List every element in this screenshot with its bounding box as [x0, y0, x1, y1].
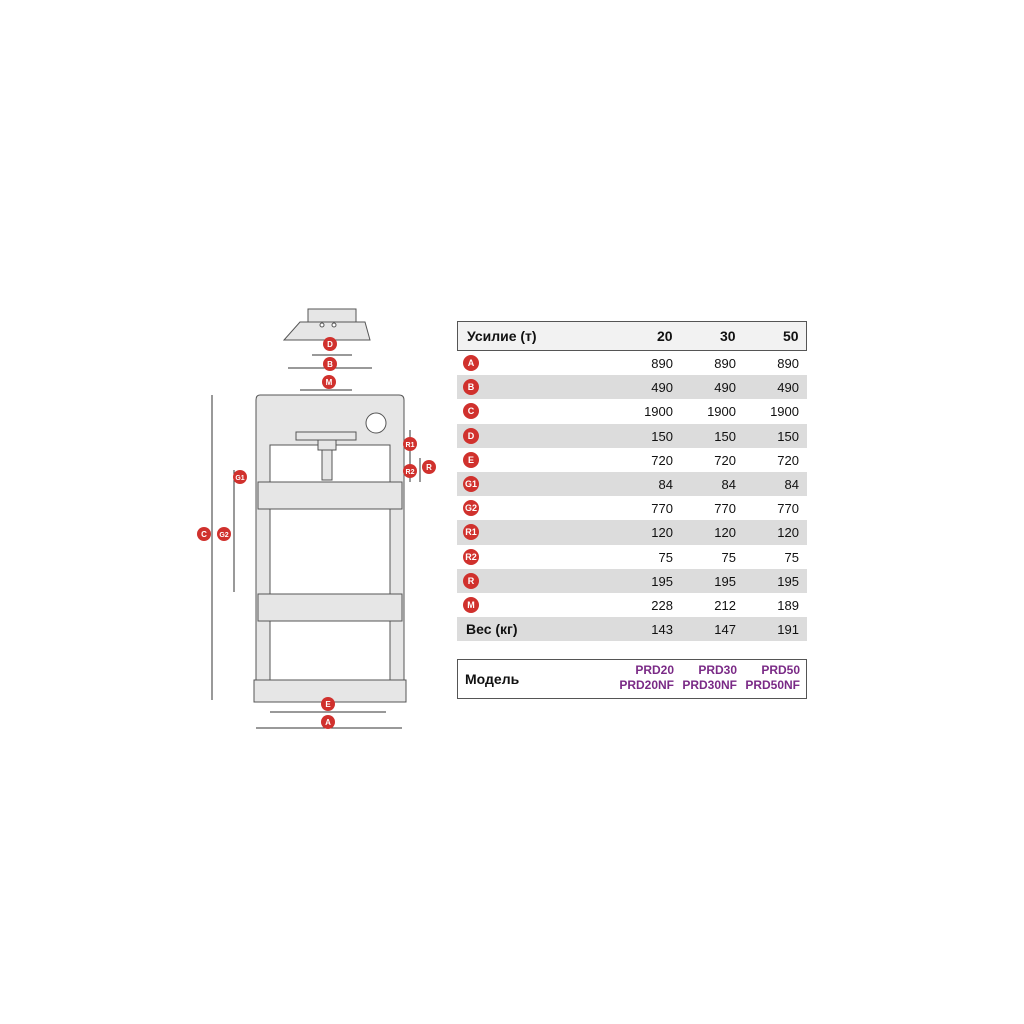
table-cell: 75 — [658, 549, 673, 565]
force-label: Усилие (т) — [467, 328, 537, 344]
table-cell: 195 — [777, 573, 799, 589]
table-cell: 770 — [651, 501, 673, 517]
table-cell: 84 — [721, 476, 736, 492]
table-cell: 84 — [784, 476, 799, 492]
table-row: C 1900 1900 1900 — [457, 399, 807, 423]
dimension-badge: R2 — [463, 548, 479, 565]
table-cell: 75 — [784, 549, 799, 565]
table-cell: 720 — [651, 452, 673, 468]
table-cell: 720 — [714, 452, 736, 468]
table-cell: 120 — [777, 525, 799, 541]
table-row: R 195 195 195 — [457, 568, 807, 593]
table-cell: 770 — [714, 501, 736, 517]
badge-A: A — [325, 718, 331, 727]
dimension-badge: R1 — [463, 524, 479, 541]
table-cell: 189 — [777, 597, 799, 613]
badge-D: D — [327, 340, 333, 349]
table-cell: 770 — [777, 501, 799, 517]
badge-M: M — [326, 378, 333, 387]
model-50-line1: PRD50 — [761, 663, 800, 678]
table-cell: 1900 — [644, 404, 673, 420]
model-20: PRD20 PRD20NF — [614, 663, 674, 693]
table-cell: 1900 — [770, 404, 799, 420]
table-header: Усилие (т) 20 30 50 — [457, 321, 807, 351]
table-row: A 890 890 890 — [457, 351, 807, 375]
dimension-badge: G2 — [463, 500, 479, 517]
table-cell: 195 — [714, 573, 736, 589]
dimension-badge: M — [463, 596, 479, 613]
table-row: B 490 490 490 — [457, 375, 807, 400]
badge-R: R — [426, 463, 432, 472]
table-cell: 890 — [651, 356, 673, 371]
weight-50: 191 — [777, 622, 799, 638]
model-label: Модель — [465, 671, 520, 688]
model-50-line2: PRD50NF — [745, 678, 800, 693]
table-cell: 150 — [777, 428, 799, 444]
table-cell: 490 — [651, 380, 673, 396]
dimension-badge: D — [463, 427, 479, 444]
col-50: 50 — [783, 328, 799, 344]
table-cell: 150 — [651, 428, 673, 444]
dimension-badge: G1 — [463, 475, 479, 492]
table-cell: 890 — [777, 356, 799, 371]
weight-30: 147 — [714, 622, 736, 638]
press-frame — [253, 394, 407, 703]
badge-R2: R2 — [406, 469, 415, 476]
badge-R1: R1 — [406, 442, 415, 449]
weight-row: Вес (кг) 143 147 191 — [457, 617, 807, 642]
table-cell: 120 — [714, 525, 736, 541]
dimension-badge: A — [463, 355, 479, 371]
table-cell: 212 — [714, 597, 736, 613]
table-cell: 490 — [777, 380, 799, 396]
model-20-line2: PRD20NF — [619, 678, 674, 693]
table-row: R1 120 120 120 — [457, 520, 807, 545]
table-cell: 120 — [651, 525, 673, 541]
table-row: G1 84 84 84 — [457, 471, 807, 497]
model-30-line1: PRD30 — [698, 663, 737, 678]
weight-20: 143 — [651, 622, 673, 638]
table-row: D 150 150 150 — [457, 423, 807, 448]
badge-G2: G2 — [219, 532, 228, 539]
model-50: PRD50 PRD50NF — [740, 663, 800, 693]
table-cell: 1900 — [707, 404, 736, 420]
col-30: 30 — [720, 328, 736, 344]
dimension-badge: R — [463, 572, 479, 589]
weight-label: Вес (кг) — [466, 621, 518, 638]
table-cell: 150 — [714, 428, 736, 444]
table-cell: 490 — [714, 380, 736, 396]
model-20-line1: PRD20 — [635, 663, 674, 678]
table-cell: 720 — [777, 452, 799, 468]
model-row: Модель PRD20 PRD20NF PRD30 PRD30NF PRD50… — [457, 659, 807, 700]
bracket-top-view — [282, 308, 371, 341]
table-cell: 890 — [714, 356, 736, 371]
badge-C: C — [201, 530, 207, 539]
table-row: R2 75 75 75 — [457, 545, 807, 569]
badge-G1: G1 — [235, 475, 244, 482]
table-row: E 720 720 720 — [457, 448, 807, 472]
table-cell: 195 — [651, 573, 673, 589]
table-row: G2 770 770 770 — [457, 496, 807, 520]
table-cell: 228 — [651, 597, 673, 613]
dimension-badge: B — [463, 379, 479, 396]
badge-B: B — [327, 360, 333, 369]
drawing-badges: D B M G1 C G2 R1 R2 R E A — [197, 337, 436, 729]
model-30: PRD30 PRD30NF — [677, 663, 737, 693]
dimension-badge: C — [463, 403, 479, 420]
table-cell: 84 — [658, 476, 673, 492]
table-row: M 228 212 189 — [457, 593, 807, 617]
col-20: 20 — [657, 328, 673, 344]
table-cell: 75 — [721, 549, 736, 565]
badge-E: E — [325, 700, 331, 709]
model-30-line2: PRD30NF — [682, 678, 737, 693]
dimension-badge: E — [463, 451, 479, 468]
